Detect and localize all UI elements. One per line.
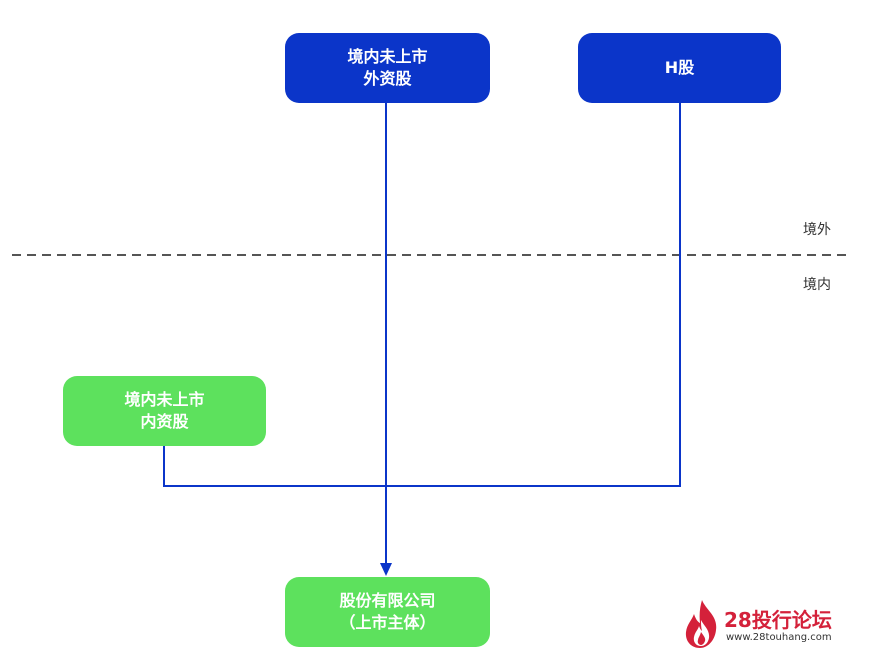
node-domestic-unlisted-domestic-shares: 境内未上市 内资股	[63, 376, 266, 446]
region-label-onshore: 境内	[803, 277, 831, 293]
node-label-line1: 境内未上市	[347, 47, 428, 66]
node-offshore-unlisted-foreign-shares: 境内未上市 外资股	[285, 33, 490, 103]
node-label-line1: 境内未上市	[124, 390, 205, 409]
node-h-shares: H股	[578, 33, 781, 103]
flame-icon	[685, 600, 717, 648]
watermark-url-text: www.28touhang.com	[726, 632, 832, 643]
node-label-line1: 股份有限公司	[339, 591, 436, 610]
node-label-line2: 内资股	[140, 412, 189, 431]
watermark-logo: 28投行论坛 www.28touhang.com	[682, 598, 862, 654]
watermark-brand-text: 28投行论坛	[724, 608, 832, 632]
region-label-offshore: 境外	[803, 222, 831, 238]
node-label-line2: 外资股	[363, 69, 412, 88]
node-label-line1: H股	[664, 58, 695, 77]
node-listed-company: 股份有限公司 （上市主体）	[285, 577, 490, 647]
node-label-line2: （上市主体）	[339, 613, 436, 632]
arrowhead-to-company	[380, 563, 392, 576]
